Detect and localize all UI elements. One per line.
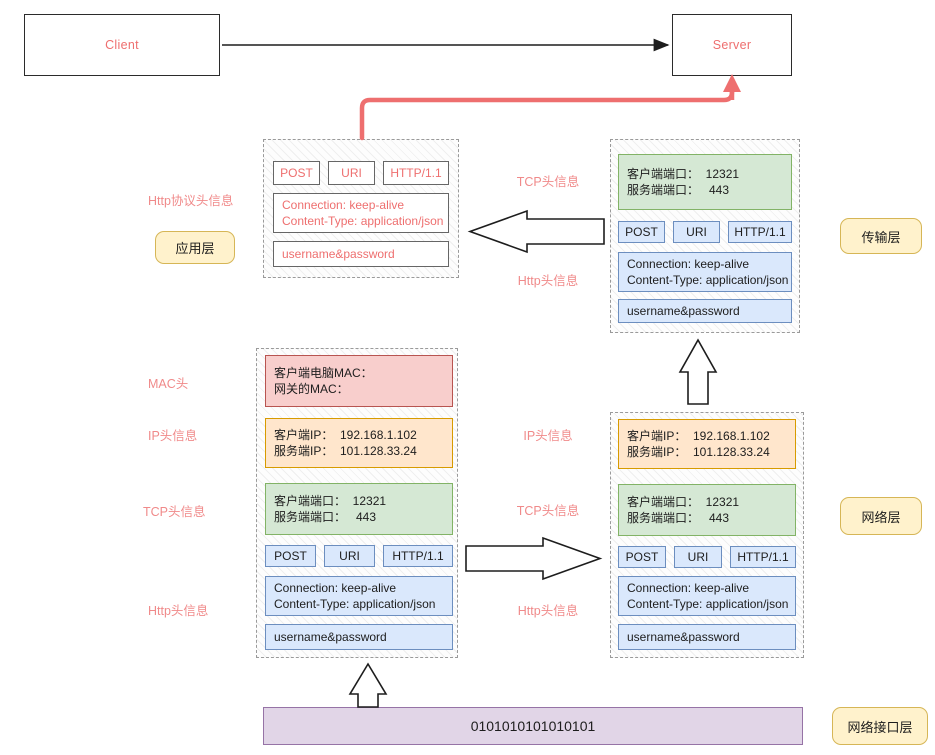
label-tcp-header-mid: TCP头信息 — [516, 503, 580, 518]
layer-badge-transport-label: 传输层 — [861, 229, 901, 245]
http-request-line-network: POST URI HTTP/1.1 — [618, 546, 796, 568]
tcp-header-block-transport: 客户端端口： 12321 服务端端口： 443 — [618, 154, 792, 210]
http-request-line-transport: POST URI HTTP/1.1 — [618, 221, 792, 243]
http-header-line-2: Content-Type: application/json — [282, 214, 444, 228]
http-version-token: HTTP/1.1 — [383, 161, 449, 185]
http-body-block-transport: username&password — [618, 299, 792, 323]
http-headers-block-network: Connection: keep-alive Content-Type: app… — [618, 576, 796, 616]
http-headers-block-transport: Connection: keep-alive Content-Type: app… — [618, 252, 792, 292]
http-version-token: HTTP/1.1 — [730, 546, 796, 568]
http-version-token: HTTP/1.1 — [383, 545, 453, 567]
tcp-header-block-link: 客户端端口： 12321 服务端端口： 443 — [265, 483, 453, 535]
ip-header-line-2: 服务端IP： 101.128.33.24 — [627, 445, 770, 459]
http-header-line-2: Content-Type: application/json — [627, 597, 789, 611]
layer-badge-network: 网络层 — [840, 497, 922, 535]
tcp-header-block-network: 客户端端口： 12321 服务端端口： 443 — [618, 484, 796, 536]
ip-header-block-link: 客户端IP： 192.168.1.102 服务端IP： 101.128.33.2… — [265, 418, 453, 468]
http-request-line-link: POST URI HTTP/1.1 — [265, 545, 453, 567]
http-method-token: POST — [273, 161, 320, 185]
mac-header-line-1: 客户端电脑MAC： — [274, 365, 373, 380]
http-body-block-link: username&password — [265, 624, 453, 650]
encapsulation-red-arrow — [359, 89, 735, 141]
http-header-line-1: Connection: keep-alive — [627, 256, 750, 271]
layer-badge-link-label: 网络接口层 — [847, 719, 913, 735]
client-box: Client — [24, 14, 220, 76]
ip-header-line-1: 客户端IP： 192.168.1.102 — [274, 427, 417, 442]
http-header-line-1: Connection: keep-alive — [627, 580, 750, 595]
http-body-text: username&password — [627, 303, 740, 318]
http-body-text: username&password — [274, 629, 387, 644]
http-request-line-app: POST URI HTTP/1.1 — [273, 161, 449, 185]
http-header-line-2: Content-Type: application/json — [627, 273, 789, 287]
http-body-text: username&password — [627, 629, 740, 644]
label-http-header-mid-top: Http头信息 — [517, 273, 579, 288]
http-uri-token: URI — [674, 546, 722, 568]
ip-header-block-network: 客户端IP： 192.168.1.102 服务端IP： 101.128.33.2… — [618, 419, 796, 469]
label-http-header-left: Http头信息 — [148, 603, 209, 618]
label-tcp-header-left: TCP头信息 — [143, 504, 206, 519]
mac-header-block: 客户端电脑MAC： 网关的MAC： — [265, 355, 453, 407]
http-method-token: POST — [618, 221, 665, 243]
layer-badge-network-label: 网络层 — [861, 509, 901, 525]
tcp-header-line-2: 服务端端口： 443 — [627, 511, 730, 525]
http-headers-block-link: Connection: keep-alive Content-Type: app… — [265, 576, 453, 616]
http-header-line-1: Connection: keep-alive — [282, 197, 405, 212]
layer-badge-application: 应用层 — [155, 231, 235, 264]
transport-to-application-arrow — [467, 209, 605, 254]
layer-badge-transport: 传输层 — [840, 218, 922, 254]
http-body-text: username&password — [282, 246, 395, 261]
bitstream-to-link-arrow — [348, 662, 388, 708]
mac-header-line-2: 网关的MAC： — [274, 382, 349, 396]
tcp-header-line-1: 客户端端口： 12321 — [627, 166, 740, 181]
http-header-line-2: Content-Type: application/json — [274, 597, 436, 611]
http-body-block-app: username&password — [273, 241, 449, 267]
tcp-header-line-2: 服务端端口： 443 — [627, 183, 730, 197]
http-uri-token: URI — [673, 221, 720, 243]
tcp-header-line-1: 客户端端口： 12321 — [274, 493, 387, 508]
label-ip-header-mid: IP头信息 — [523, 428, 573, 443]
http-uri-token: URI — [328, 161, 375, 185]
server-box: Server — [672, 14, 792, 76]
http-headers-block-app: Connection: keep-alive Content-Type: app… — [273, 193, 449, 233]
http-header-line-1: Connection: keep-alive — [274, 580, 397, 595]
link-to-network-arrow — [465, 536, 603, 581]
label-ip-header-left: IP头信息 — [148, 428, 198, 443]
http-version-token: HTTP/1.1 — [728, 221, 792, 243]
bitstream-text: 0101010101010101 — [470, 717, 596, 734]
encapsulation-red-arrowhead — [723, 74, 741, 92]
tcp-header-line-1: 客户端端口： 12321 — [627, 494, 740, 509]
http-body-block-network: username&password — [618, 624, 796, 650]
server-label: Server — [712, 38, 752, 52]
ip-header-line-2: 服务端IP： 101.128.33.24 — [274, 444, 417, 458]
network-to-transport-arrow — [678, 338, 718, 405]
layer-badge-link: 网络接口层 — [832, 707, 928, 745]
http-uri-token: URI — [324, 545, 375, 567]
label-mac-header: MAC头 — [148, 376, 189, 391]
ip-header-line-1: 客户端IP： 192.168.1.102 — [627, 428, 770, 443]
label-http-protocol-header: Http协议头信息 — [148, 193, 234, 208]
http-method-token: POST — [265, 545, 316, 567]
label-tcp-header-mid-top: TCP头信息 — [516, 174, 580, 189]
label-http-header-mid: Http头信息 — [517, 603, 579, 618]
bitstream-bar: 0101010101010101 — [263, 707, 803, 745]
tcp-header-line-2: 服务端端口： 443 — [274, 510, 377, 524]
client-label: Client — [105, 38, 139, 52]
layer-badge-application-label: 应用层 — [175, 241, 215, 256]
http-method-token: POST — [618, 546, 666, 568]
